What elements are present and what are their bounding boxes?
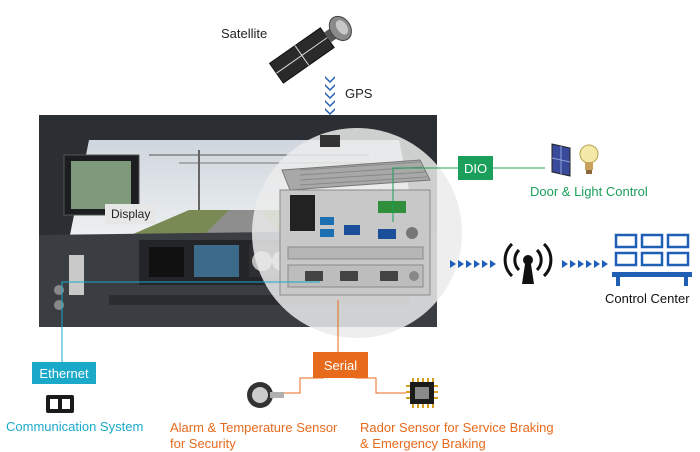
ethernet-port-icon bbox=[46, 395, 74, 413]
door-light-label: Door & Light Control bbox=[530, 184, 648, 199]
door-icon bbox=[551, 143, 571, 177]
satellite-icon bbox=[268, 15, 352, 84]
arrows-to-antenna bbox=[450, 260, 496, 268]
communication-system-label: Communication System bbox=[6, 419, 144, 434]
arrows-to-control-center bbox=[562, 260, 608, 268]
processor-chip-icon bbox=[406, 378, 438, 408]
gps-arrows bbox=[325, 76, 335, 115]
rotary-sensor-icon bbox=[247, 382, 284, 408]
light-bulb-icon bbox=[579, 144, 599, 174]
alarm-sensor-label-line2: for Security bbox=[170, 436, 236, 451]
wireless-antenna-icon bbox=[503, 242, 553, 284]
display-label: Display bbox=[105, 204, 157, 224]
satellite-label: Satellite bbox=[221, 26, 268, 41]
alarm-sensor-label-line1: Alarm & Temperature Sensor bbox=[170, 420, 338, 435]
video-wall-icon bbox=[612, 233, 692, 286]
rador-sensor-label-line2: & Emergency Braking bbox=[360, 436, 486, 451]
gps-label: GPS bbox=[345, 86, 373, 101]
dio-tag: DIO bbox=[458, 156, 493, 180]
control-center-label: Control Center bbox=[605, 291, 690, 306]
serial-tag: Serial bbox=[313, 352, 368, 378]
rador-sensor-label-line1: Rador Sensor for Service Braking bbox=[360, 420, 554, 435]
ethernet-tag: Ethernet bbox=[32, 362, 96, 384]
